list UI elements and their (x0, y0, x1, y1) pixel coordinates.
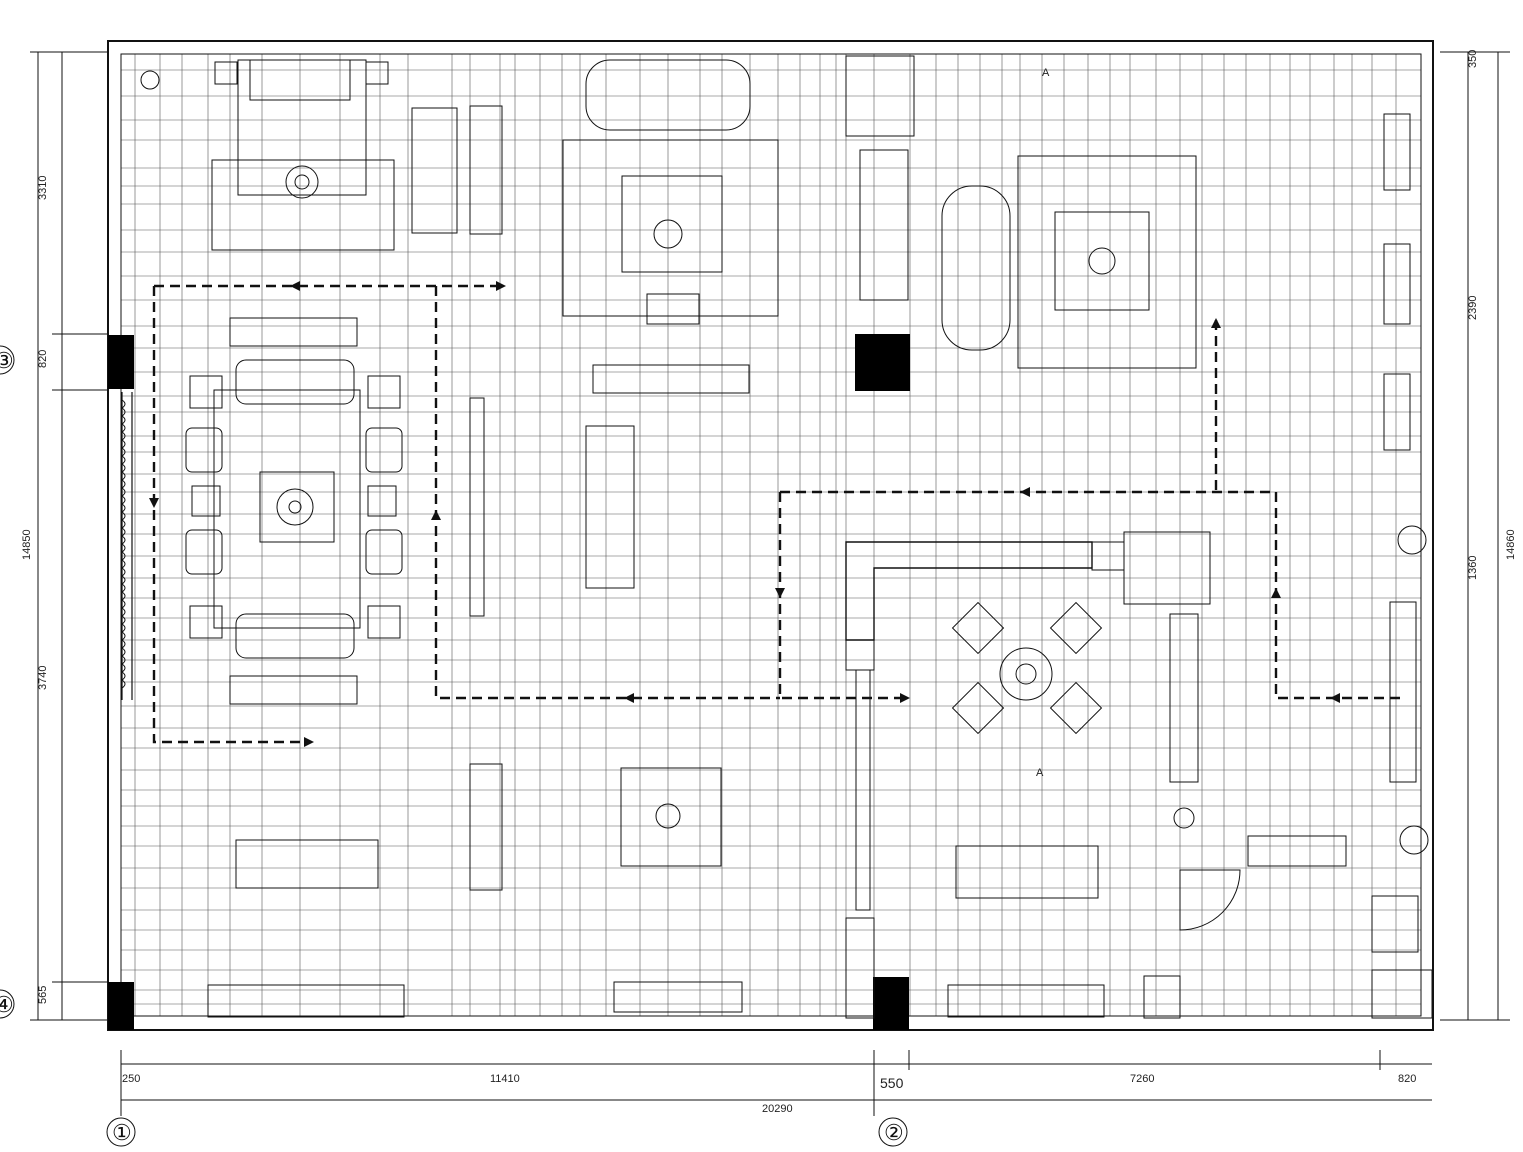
low-cabinet-right (947, 984, 1105, 1018)
dim-right-2: 2390 (1467, 296, 1479, 320)
partition-end (845, 639, 875, 671)
dim-bottom-total: 20290 (762, 1103, 793, 1115)
rug-bedside (411, 107, 458, 234)
lounge-left (207, 839, 405, 1018)
dim-left-4: 565 (37, 986, 49, 1004)
column-left-lower (108, 982, 134, 1030)
plant-pot (1173, 807, 1195, 829)
dining-table-right (941, 155, 1197, 369)
curtain-fold (121, 399, 126, 689)
axis-bubble-4 (0, 989, 15, 1019)
wardrobe-right (1389, 601, 1417, 783)
console-top (469, 105, 503, 235)
circulation-arrows (149, 281, 1340, 747)
study-desk (469, 397, 635, 617)
inner-wall (120, 53, 1422, 1017)
bed-set (140, 59, 395, 251)
partition-wall (845, 541, 1093, 641)
stone-planter (1123, 531, 1211, 605)
dim-left-total: 14850 (21, 529, 33, 560)
hatch-box-right (1371, 969, 1433, 1019)
curtain-left (121, 392, 133, 700)
dim-right-3: 1360 (1467, 556, 1479, 580)
dim-bottom-4: 7260 (1130, 1073, 1154, 1085)
column-round-lower (1399, 825, 1429, 855)
left-dimension-lines (30, 51, 108, 1021)
sideboard-center (859, 149, 909, 301)
dim-right-total: 14860 (1505, 529, 1517, 560)
axis-label-3: ③ (0, 349, 14, 374)
cabinet-stack (845, 917, 875, 1019)
wall-cabinets-right (1383, 113, 1411, 451)
axis-bubble-1 (106, 1117, 136, 1147)
dim-bottom-5: 820 (1398, 1073, 1416, 1085)
door-swing (1179, 869, 1241, 931)
column-left-upper (108, 335, 134, 389)
shelf-right (1169, 613, 1199, 783)
dim-left-1: 3310 (37, 176, 49, 200)
column-center-lower (873, 977, 909, 1030)
axis-bubble-3 (0, 345, 15, 375)
wood-panel (845, 55, 915, 137)
flower-table-right (955, 845, 1099, 899)
dim-left-3: 3740 (37, 666, 49, 690)
axis-bubble-2 (878, 1117, 908, 1147)
round-table-right (951, 601, 1103, 735)
living-set-left (185, 317, 403, 705)
axis-label-2: ② (884, 1121, 904, 1146)
section-mark-bottom: A (1036, 767, 1044, 779)
dining-table-center (562, 59, 779, 394)
dim-right-1: 350 (1467, 50, 1479, 68)
dim-bottom-3: 550 (880, 1075, 904, 1091)
sink-right (1371, 895, 1419, 953)
lounge-table-center (469, 763, 743, 1013)
outer-wall (107, 40, 1434, 1031)
right-dimension-lines (1440, 51, 1510, 1021)
counter-right (1247, 835, 1347, 867)
axis-label-1: ① (112, 1121, 132, 1146)
section-mark-top: A (1042, 67, 1050, 79)
dim-bottom-2: 11410 (490, 1073, 520, 1085)
dim-bottom-1: 250 (122, 1073, 140, 1085)
bottom-dimension-lines (120, 1050, 1432, 1116)
column-center-upper (855, 334, 910, 391)
dim-left-2: 820 (37, 350, 49, 368)
hatch-box-lower (1143, 975, 1181, 1019)
column-round-upper (1397, 525, 1427, 555)
glass-screen (855, 669, 871, 911)
grid-lines (121, 54, 1421, 1016)
axis-label-4: ④ (0, 993, 14, 1018)
